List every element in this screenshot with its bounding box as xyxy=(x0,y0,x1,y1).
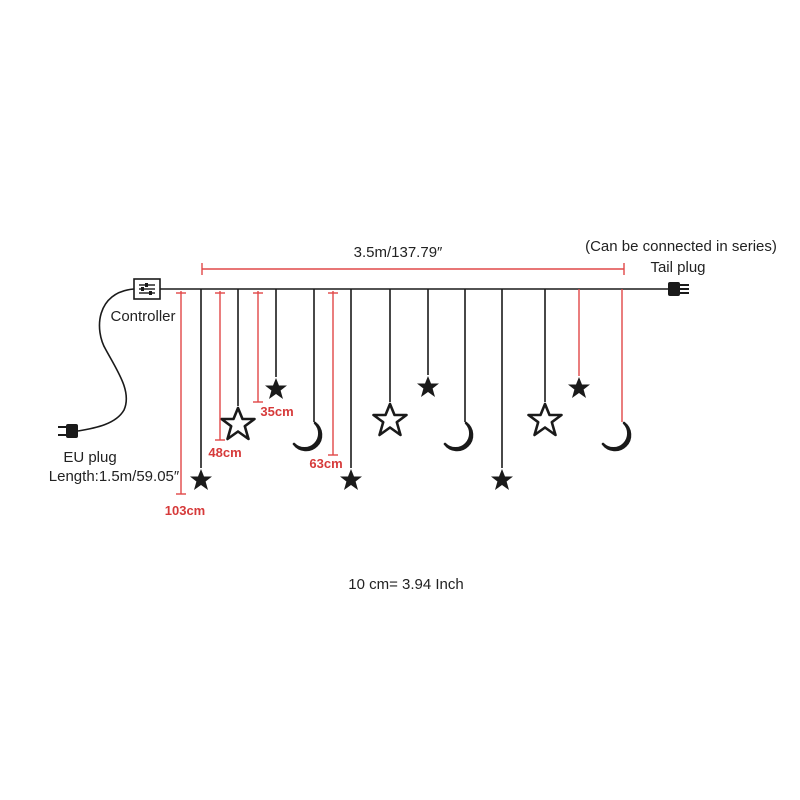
cord-length-label: Length:1.5m/59.05″ xyxy=(49,468,180,485)
strand-7 xyxy=(417,289,439,397)
strand-12 xyxy=(601,289,632,452)
series-note: (Can be connected in series) xyxy=(585,238,777,255)
star-icon xyxy=(220,406,256,441)
star-icon xyxy=(568,377,590,398)
drop-label-103cm: 103cm xyxy=(165,503,205,518)
strand-3 xyxy=(265,289,287,399)
drop-label-48cm: 48cm xyxy=(208,445,241,460)
star-icon xyxy=(491,469,513,490)
strand-1 xyxy=(190,289,212,490)
drop-label-63cm: 63cm xyxy=(309,456,342,471)
total-length-label: 3.5m/137.79″ xyxy=(354,244,443,261)
strand-4 xyxy=(292,289,323,452)
star-icon xyxy=(190,469,212,490)
plug-icon xyxy=(58,424,78,438)
moon-icon xyxy=(292,421,323,452)
star-icon xyxy=(340,469,362,490)
star-icon xyxy=(372,402,408,437)
star-icon xyxy=(265,378,287,399)
strand-2 xyxy=(220,289,256,441)
strand-9 xyxy=(491,289,513,490)
drop-dimension-103cm: 103cm xyxy=(165,291,205,518)
drop-dimension-48cm: 48cm xyxy=(208,291,242,460)
strand-5 xyxy=(340,289,362,490)
star-icon xyxy=(417,376,439,397)
strand-11 xyxy=(568,289,590,398)
moon-icon xyxy=(443,421,474,452)
strand-6 xyxy=(372,289,408,437)
tail-plug-icon xyxy=(668,282,689,296)
drop-label-35cm: 35cm xyxy=(260,404,293,419)
drop-dimension-35cm: 35cm xyxy=(253,291,294,419)
drop-dimension-63cm: 63cm xyxy=(309,291,343,471)
scale-note: 10 cm= 3.94 Inch xyxy=(348,576,464,593)
controller-label: Controller xyxy=(110,308,175,325)
strand-10 xyxy=(527,289,563,437)
tail-plug-label: Tail plug xyxy=(650,259,705,276)
moon-icon xyxy=(601,421,632,452)
star-icon xyxy=(527,402,563,437)
eu-plug-label: EU plug xyxy=(63,449,116,466)
controller-icon xyxy=(133,278,161,300)
strand-8 xyxy=(443,289,474,452)
power-cord xyxy=(77,288,135,432)
